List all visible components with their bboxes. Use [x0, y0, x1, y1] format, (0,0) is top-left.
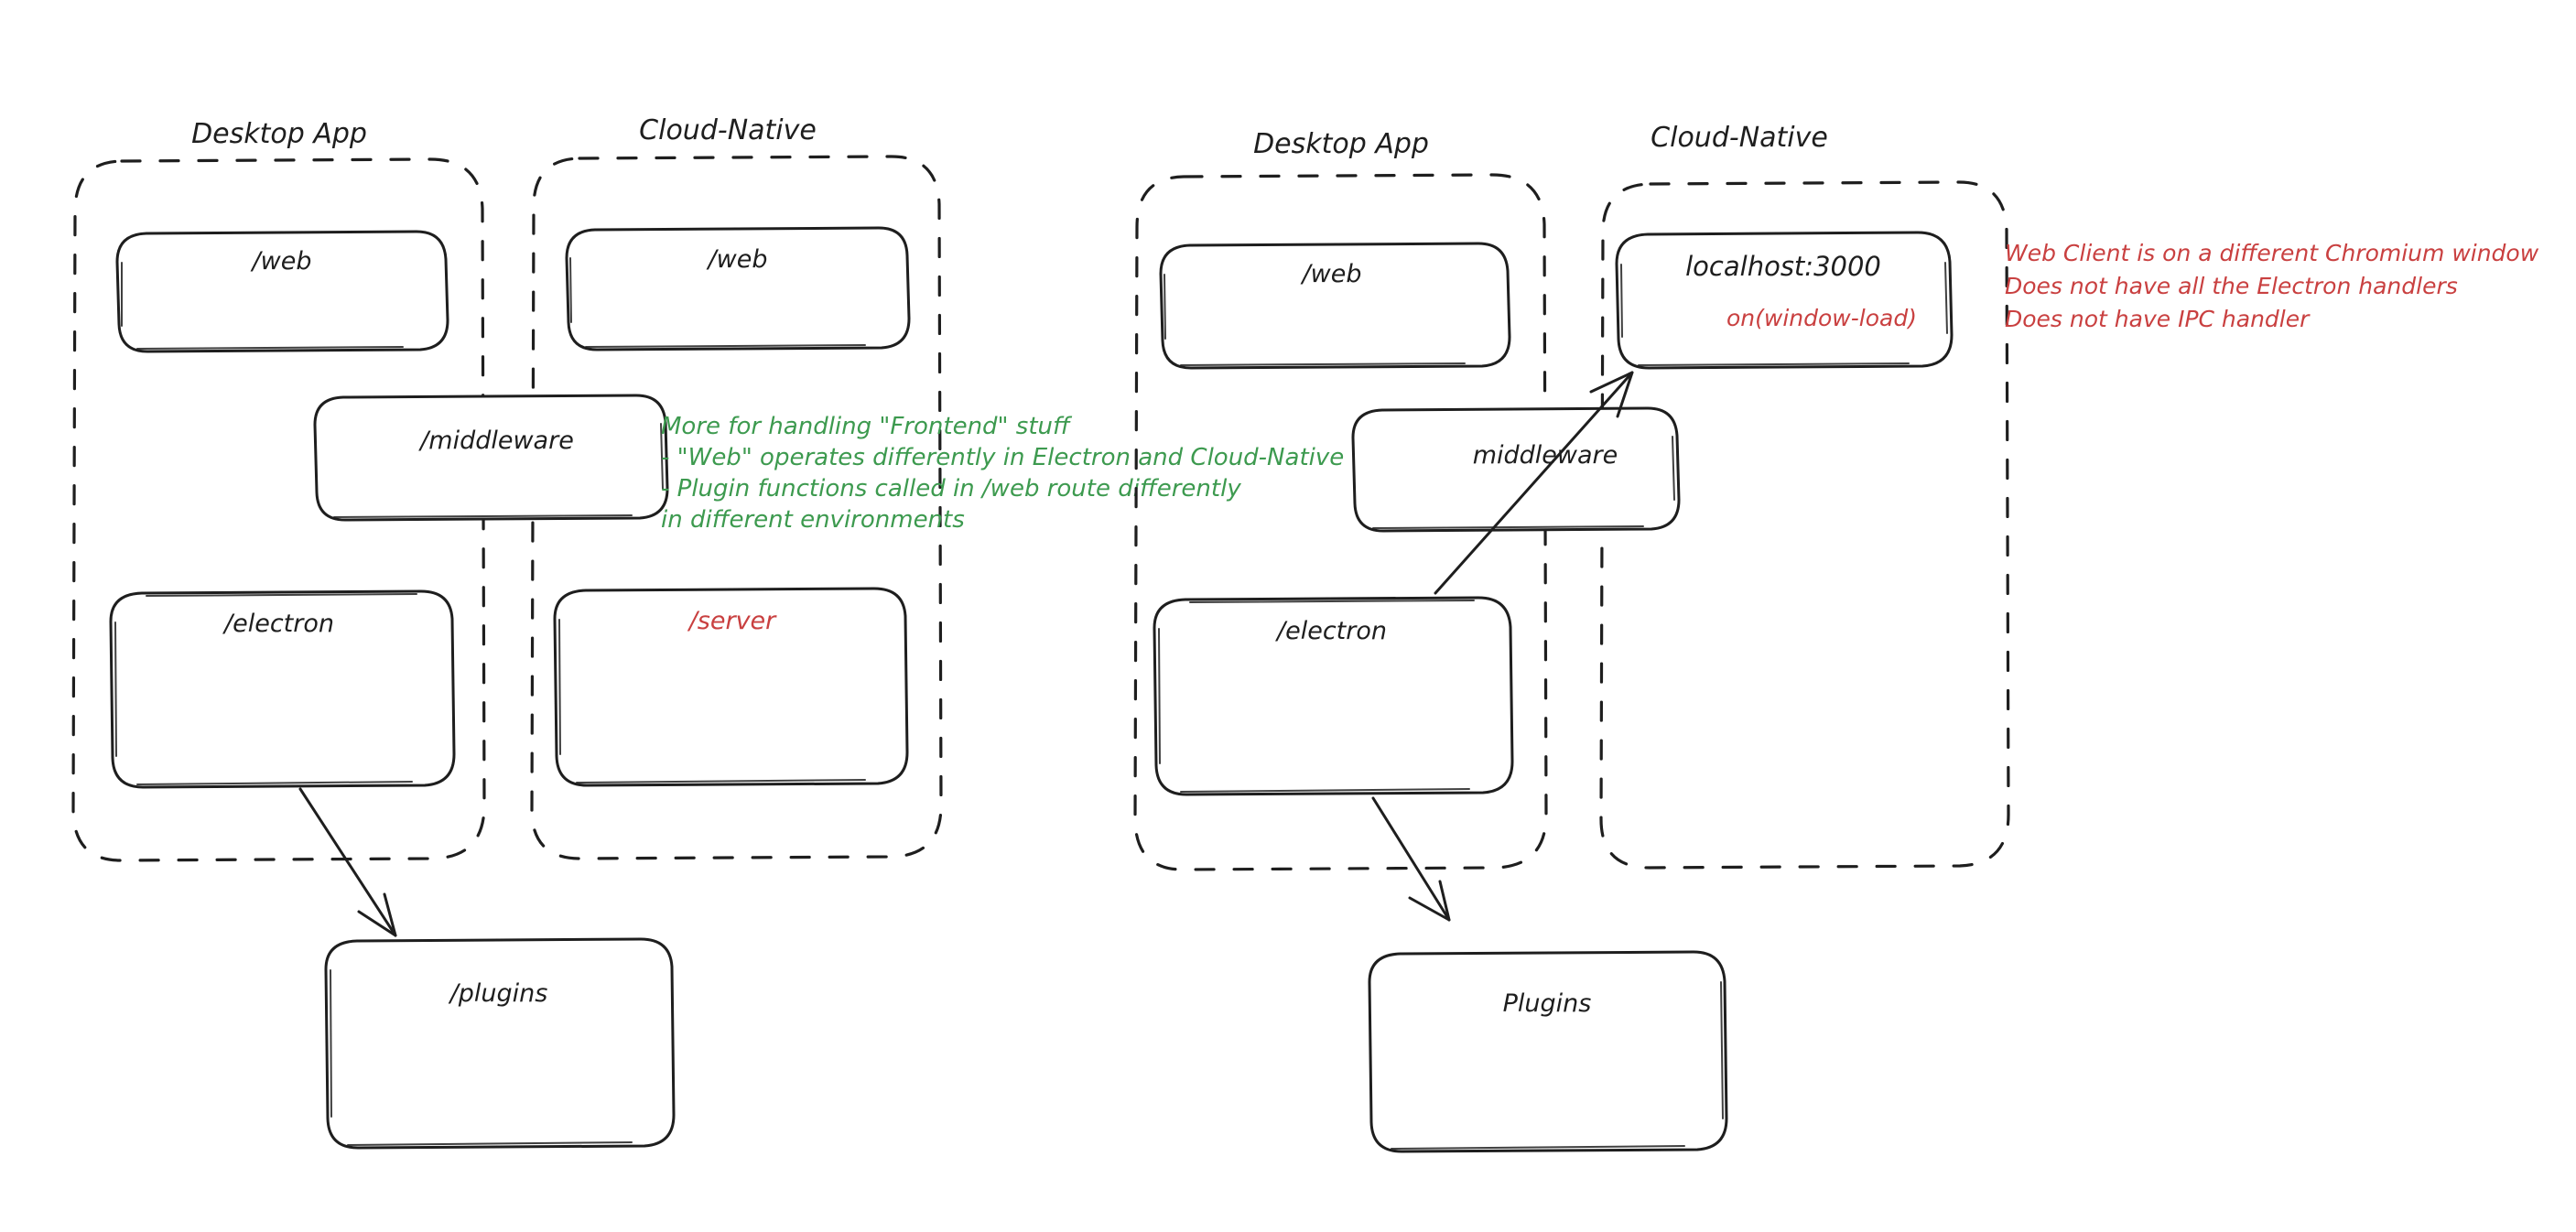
box-right-electron[interactable]: /electron	[1153, 596, 1514, 796]
box-left-middleware[interactable]: /middleware	[313, 394, 669, 522]
group-container-left-cloud-native	[530, 155, 943, 860]
box-right-desktop-web[interactable]: /web	[1159, 242, 1511, 370]
box-left-electron[interactable]: /electron	[109, 589, 456, 789]
box-left-desktop-web[interactable]: /web	[115, 230, 449, 353]
annotation-frontend-note-line-3: - Plugin functions called in /web route …	[661, 475, 1241, 503]
box-label-right-desktop-web: /web	[1301, 260, 1362, 288]
annotation-web-client-note-line-1: Web Client is on a different Chromium wi…	[2005, 240, 2539, 266]
box-left-plugins[interactable]: /plugins	[324, 937, 676, 1150]
group-label-left-cloud-native: Cloud-Native	[639, 114, 817, 146]
arrow-right-electron-to-localhost	[1434, 371, 1634, 595]
annotation-frontend-note-line-4: in different environments	[661, 506, 965, 534]
group-label-right-cloud-native: Cloud-Native	[1651, 122, 1828, 154]
box-label-right-localhost: localhost:3000	[1685, 251, 1881, 282]
group-label-left-desktop-app: Desktop App	[191, 118, 367, 150]
box-label-left-middleware: /middleware	[418, 427, 574, 455]
box-label-left-server: /server	[687, 607, 777, 635]
group-container-right-desktop-app	[1133, 173, 1548, 871]
box-label-right-middleware: middleware	[1473, 441, 1618, 470]
group-container-right-cloud-native	[1599, 180, 2010, 870]
box-right-plugins[interactable]: Plugins	[1368, 950, 1728, 1153]
box-right-localhost[interactable]: localhost:3000 on(window-load)	[1615, 231, 1954, 370]
box-label-right-electron: /electron	[1275, 617, 1387, 645]
annotation-web-client-note: Web Client is on a different Chromium wi…	[2005, 240, 2539, 332]
annotation-frontend-note-line-2: - "Web" operates differently in Electron…	[661, 444, 1344, 471]
annotation-frontend-note: More for handling "Frontend" stuff - "We…	[661, 413, 1344, 534]
annotation-frontend-note-line-1: More for handling "Frontend" stuff	[661, 413, 1073, 440]
box-label-right-plugins: Plugins	[1503, 989, 1592, 1018]
annotation-web-client-note-line-2: Does not have all the Electron handlers	[2005, 273, 2458, 299]
box-label-left-desktop-web: /web	[251, 247, 312, 276]
box-sublabel-right-localhost-on-window-load: on(window-load)	[1726, 305, 1917, 331]
group-label-right-desktop-app: Desktop App	[1253, 128, 1429, 160]
annotation-web-client-note-line-3: Does not have IPC handler	[2005, 306, 2311, 332]
box-label-left-plugins: /plugins	[449, 979, 548, 1008]
box-left-server[interactable]: /server	[553, 587, 909, 787]
box-label-left-electron: /electron	[222, 610, 334, 638]
box-right-middleware[interactable]: middleware	[1351, 406, 1681, 533]
group-container-left-desktop-app	[71, 157, 486, 862]
box-left-cloud-web[interactable]: /web	[565, 226, 911, 351]
arrow-left-electron-to-plugins	[298, 787, 397, 937]
box-label-left-cloud-web: /web	[707, 245, 768, 274]
arrow-right-electron-to-plugins	[1371, 796, 1451, 922]
